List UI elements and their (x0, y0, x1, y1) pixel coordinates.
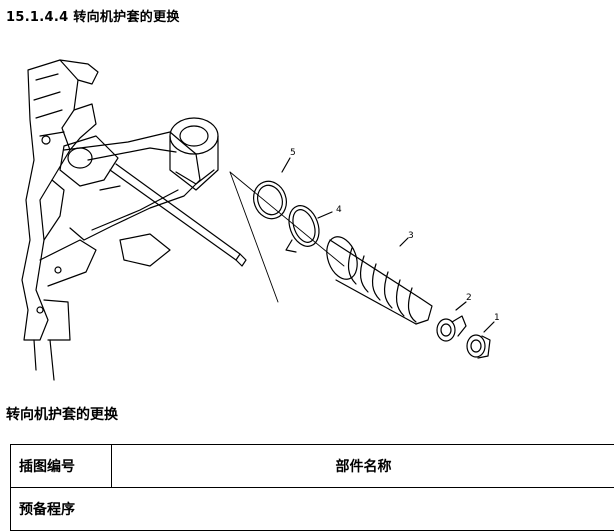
exploded-view-lines (229, 171, 345, 303)
subframe-structure (21, 59, 99, 381)
table-row: 预备程序 (10, 487, 614, 531)
callout-label-2: 2 (466, 293, 472, 303)
clamp-part-4 (285, 205, 333, 253)
steering-boot-exploded-diagram: 5 4 3 2 1 (21, 59, 500, 381)
bushing (169, 117, 219, 191)
preliminary-procedure-label: 预备程序 (10, 487, 614, 531)
control-arm (63, 131, 201, 267)
header-part-name: 部件名称 (111, 444, 614, 488)
parts-table: 插图编号 部件名称 预备程序 (10, 444, 614, 531)
jam-nut-part-1 (466, 321, 495, 359)
header-callout-number: 插图编号 (10, 444, 112, 488)
procedure-title: 转向机护套的更换 (6, 407, 118, 423)
section-heading: 15.1.4.4 转向机护套的更换 (6, 10, 180, 25)
clamp-part-2 (436, 301, 467, 342)
snap-ring-part-5 (253, 157, 291, 220)
callout-label-1: 1 (494, 313, 500, 323)
table-header-row: 插图编号 部件名称 (10, 444, 614, 488)
steering-gear (59, 135, 247, 267)
steering-boot-part-3 (326, 236, 433, 325)
callout-label-5: 5 (290, 148, 296, 158)
callout-label-3: 3 (408, 231, 414, 241)
callout-label-4: 4 (336, 205, 342, 215)
